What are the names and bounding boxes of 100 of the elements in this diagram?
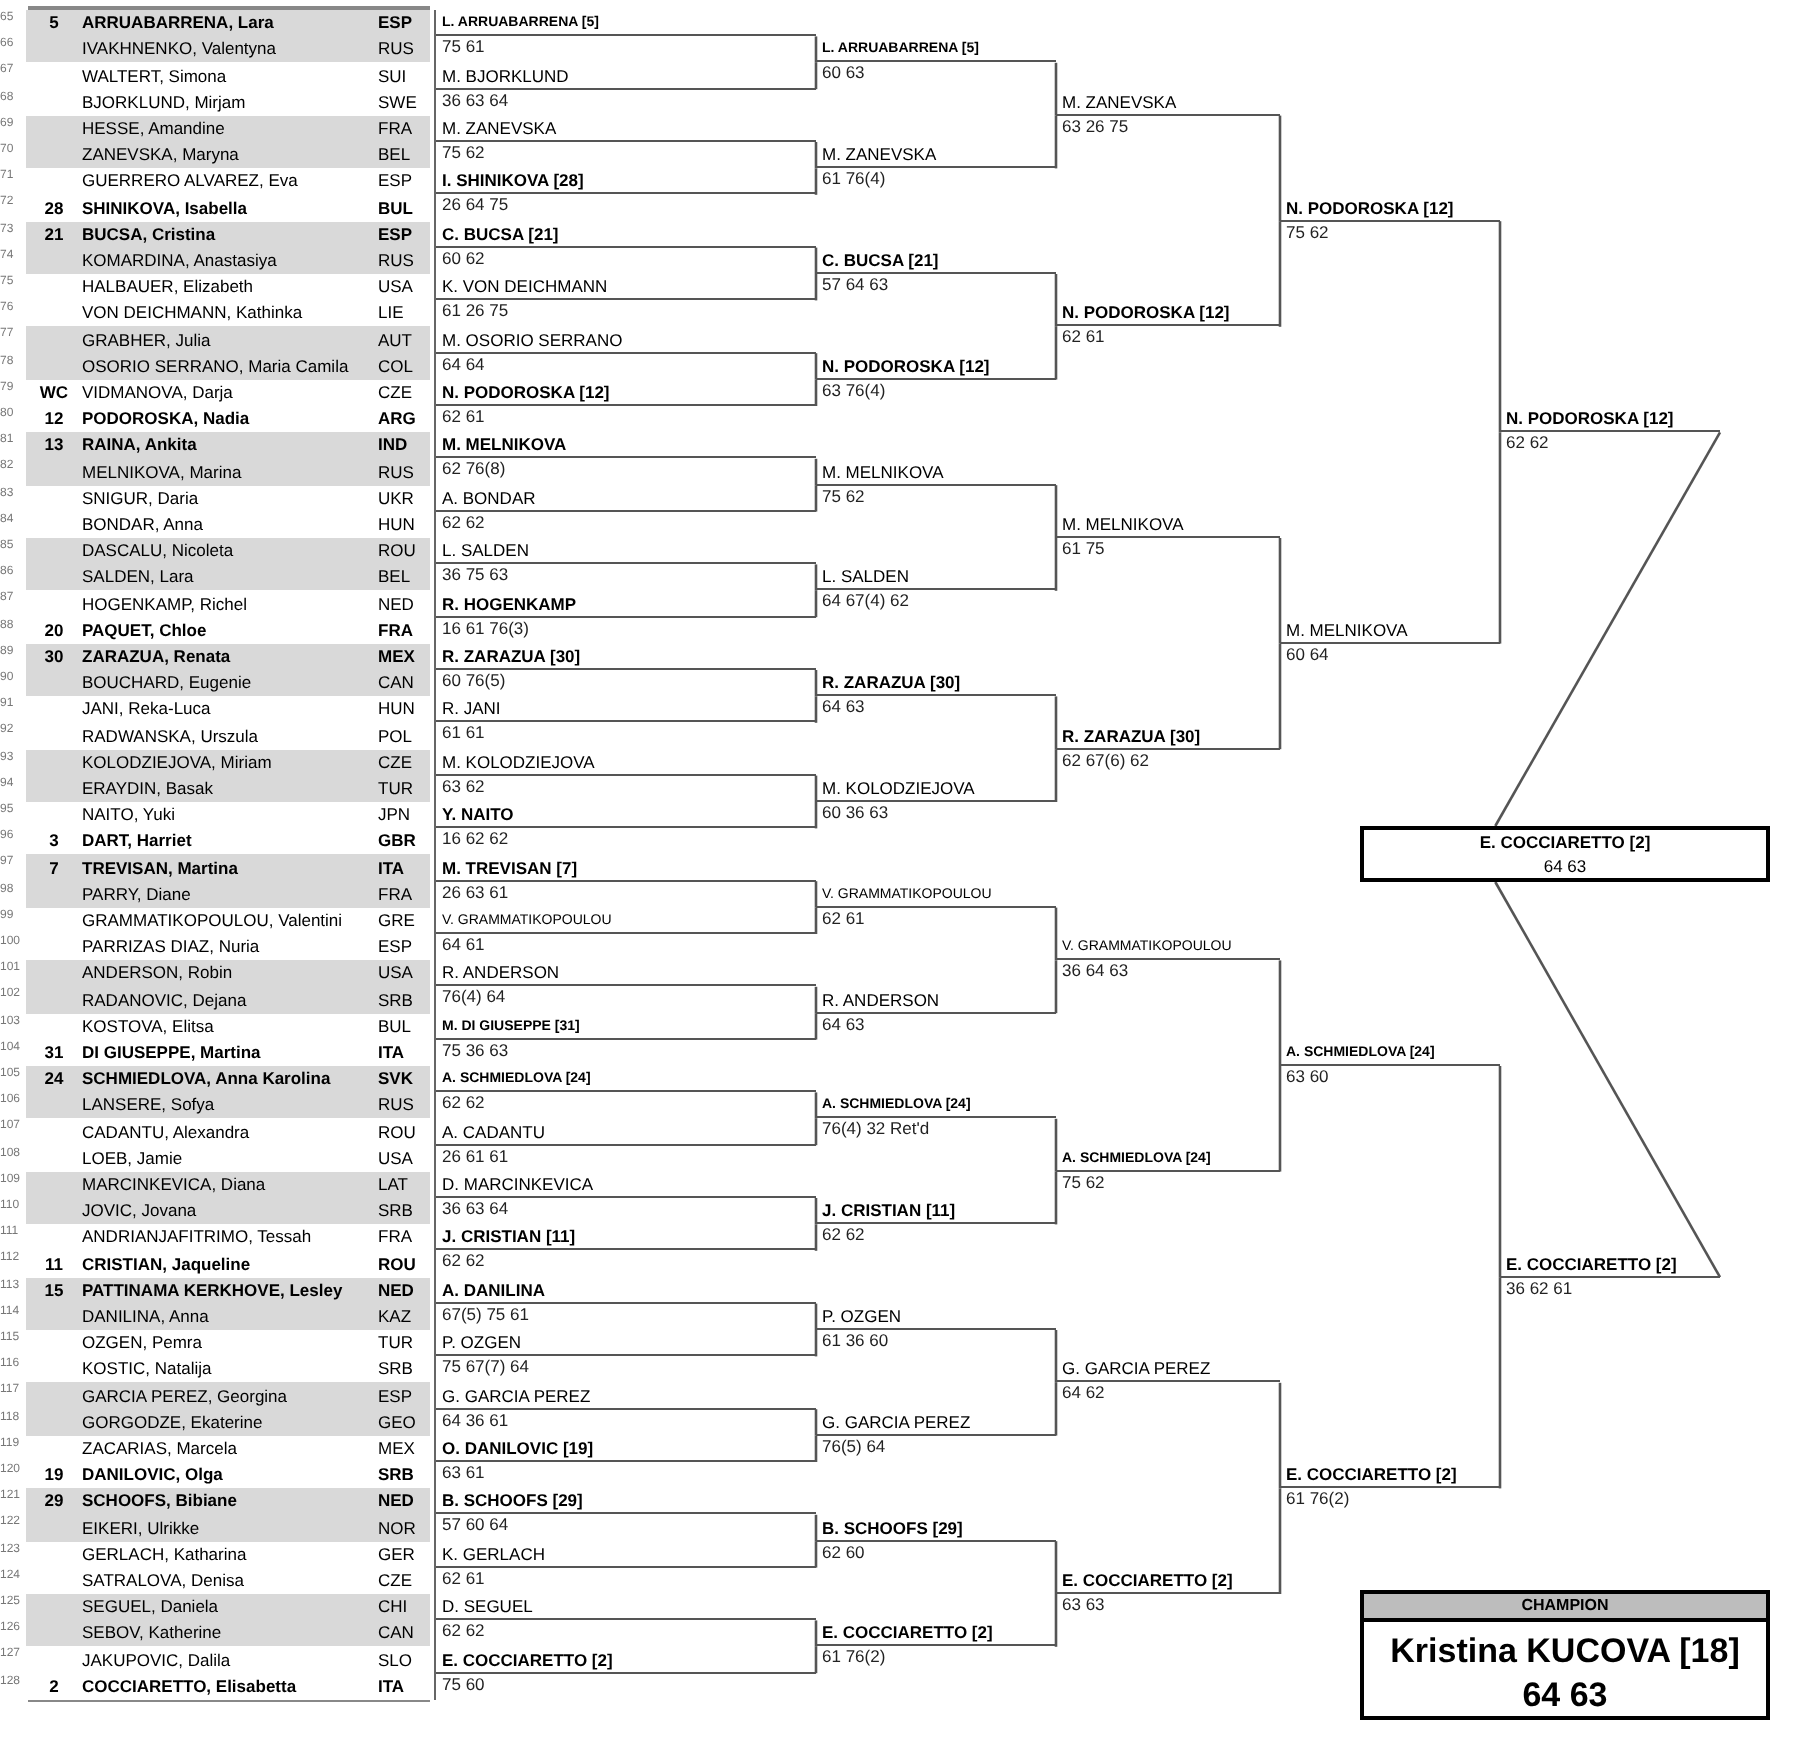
player-row	[0, 643, 430, 670]
country-code: CAN	[378, 670, 414, 696]
winner-name: N. PODOROSKA [12]	[816, 353, 1056, 380]
player-row	[0, 881, 430, 908]
bracket-line	[1054, 538, 1058, 591]
winner-name: D. MARCINKEVICA	[436, 1171, 816, 1198]
bracket-line	[814, 1013, 818, 1040]
country-code: CAN	[378, 1620, 414, 1647]
player-row	[0, 1198, 430, 1225]
player-name: DANILOVIC, Olga	[82, 1464, 223, 1485]
country-code: FRA	[378, 881, 412, 908]
country-code: NOR	[378, 1515, 416, 1541]
player-row	[0, 1092, 430, 1119]
match-score: 62 67(6) 62	[1060, 749, 1151, 772]
match-score: 60 63	[820, 62, 867, 85]
bracket-line	[814, 1118, 818, 1146]
country-code: NED	[378, 591, 414, 617]
country-code: FRA	[378, 1224, 412, 1251]
country-code: TUR	[378, 1330, 413, 1356]
match-score: 64 63	[820, 696, 867, 719]
player-name: DART, Harriet	[82, 830, 192, 851]
player-name: ANDERSON, Robin	[82, 962, 233, 983]
player-name: COCCIARETTO, Elisabetta	[82, 1675, 297, 1696]
player-name: JOVIC, Jovana	[82, 1200, 197, 1221]
country-code: USA	[378, 1145, 413, 1172]
winner-name: A. DANILINA	[436, 1277, 816, 1304]
bracket-line	[1278, 221, 1282, 327]
country-code: ROU	[378, 1119, 416, 1145]
country-code: ARG	[378, 406, 416, 432]
winner-name: D. SEGUEL	[436, 1594, 816, 1621]
country-code: LIE	[378, 300, 404, 327]
seed-label: 31	[44, 1040, 64, 1066]
player-row	[0, 326, 430, 354]
bracket-line	[814, 696, 818, 723]
country-code: USA	[378, 960, 413, 987]
seed-label: 20	[44, 617, 64, 644]
player-name: DASCALU, Nicoleta	[82, 540, 234, 561]
winner-name: K. GERLACH	[436, 1541, 816, 1568]
player-name: NAITO, Yuki	[82, 804, 175, 825]
winner-name: M. BJORKLUND	[436, 62, 816, 90]
seed-label: 2	[49, 1673, 59, 1700]
player-row	[0, 1277, 430, 1304]
match-score: 64 63	[820, 1013, 867, 1036]
player-name: GERLACH, Katharina	[82, 1543, 247, 1564]
bracket-line	[1054, 696, 1058, 750]
seed-label: 30	[44, 644, 64, 670]
player-name: SCHOOFS, Bibiane	[82, 1490, 237, 1511]
country-code: ROU	[378, 538, 416, 564]
country-code: BEL	[378, 142, 411, 168]
winner-name: E. COCCIARETTO [2]	[1056, 1567, 1280, 1594]
match-score: 60 62	[440, 247, 487, 270]
bracket-line	[814, 590, 818, 618]
winner-name: M. MELNIKOVA	[1280, 617, 1500, 644]
seed-label: 15	[44, 1277, 64, 1304]
winner-name: N. PODOROSKA [12]	[436, 379, 816, 406]
bracket-line	[1054, 1330, 1058, 1383]
bracket-line	[1054, 960, 1058, 1014]
player-name: LANSERE, Sofya	[82, 1094, 215, 1115]
player-name: DANILINA, Anna	[82, 1306, 209, 1327]
seed-label: 19	[44, 1462, 64, 1488]
winner-name: R. ZARAZUA [30]	[436, 643, 816, 670]
seed-label: WC	[39, 380, 69, 406]
player-name: VIDMANOVA, Darja	[82, 382, 233, 403]
match-score: 62 62	[440, 1250, 487, 1273]
match-score: 67(5) 75 61	[440, 1303, 531, 1326]
bracket-line	[1054, 115, 1058, 169]
seed-label: 12	[44, 406, 64, 432]
country-code: GBR	[378, 828, 416, 855]
player-name: GUERRERO ALVAREZ, Eva	[82, 170, 298, 191]
player-name: SNIGUR, Daria	[82, 487, 199, 508]
bracket-line	[1054, 749, 1058, 802]
bracket-line	[1494, 431, 1722, 827]
match-score: 61 61	[440, 722, 487, 745]
match-score: 57 60 64	[440, 1514, 511, 1537]
player-name: SHINIKOVA, Isabella	[82, 197, 248, 218]
match-score: 62 62	[820, 1224, 867, 1247]
bracket-line	[1054, 1382, 1058, 1436]
winner-name: Y. NAITO	[436, 802, 816, 829]
country-code: SRB	[378, 1198, 413, 1224]
player-name: HALBAUER, Elizabeth	[82, 276, 254, 297]
bracket-line	[1498, 432, 1502, 644]
player-name: SATRALOVA, Denisa	[82, 1570, 244, 1591]
country-code: ESP	[378, 168, 413, 195]
country-code: LAT	[378, 1172, 408, 1198]
match-score: 63 60	[1284, 1065, 1331, 1088]
match-score: 61 76(2)	[1284, 1488, 1352, 1511]
match-score: 61 75	[1060, 537, 1107, 560]
player-name: LOEB, Jamie	[82, 1147, 183, 1168]
winner-name: Kristina KUCOVA [18]	[1388, 1630, 1742, 1674]
bracket-line	[1494, 881, 1722, 1278]
seed-label: 28	[44, 195, 64, 221]
bracket-line	[814, 36, 818, 63]
player-name: RADWANSKA, Urszula	[82, 725, 259, 746]
bracket-line	[1054, 907, 1058, 961]
country-code: ROU	[378, 1251, 416, 1277]
country-code: BUL	[378, 195, 413, 221]
bracket-line	[814, 775, 818, 802]
player-row	[0, 1409, 430, 1436]
player-row	[0, 960, 430, 987]
match-score: 62 60	[820, 1541, 867, 1564]
